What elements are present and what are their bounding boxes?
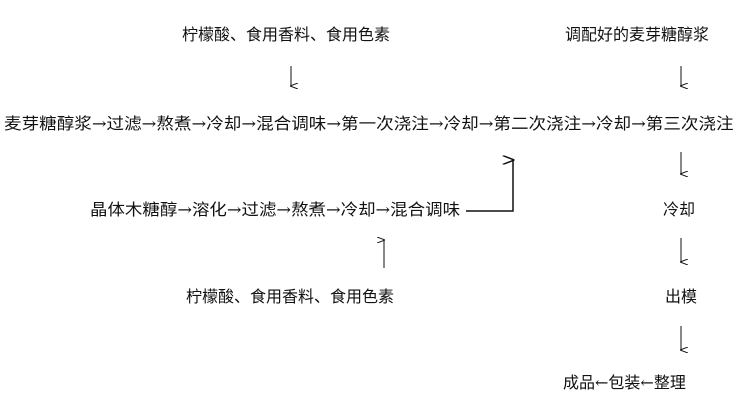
- step-demold: 出模: [665, 287, 698, 306]
- final-process-line: 成品←包装←整理: [563, 373, 686, 392]
- main-process-line: 麦芽糖醇浆→过滤→熬煮→冷却→混合调味→第一次浇注→冷却→第二次浇注→冷却→第三…: [4, 114, 734, 133]
- xylitol-process-line: 晶体木糖醇→溶化→过滤→熬煮→冷却→混合调味: [90, 200, 461, 219]
- top-left-input-label: 柠檬酸、食用香料、食用色素: [182, 25, 391, 44]
- top-right-input-label: 调配好的麦芽糖醇浆: [565, 25, 710, 44]
- step-cool: 冷却: [663, 200, 696, 219]
- bottom-input-label: 柠檬酸、食用香料、食用色素: [186, 287, 395, 306]
- merge-connector: [466, 160, 513, 212]
